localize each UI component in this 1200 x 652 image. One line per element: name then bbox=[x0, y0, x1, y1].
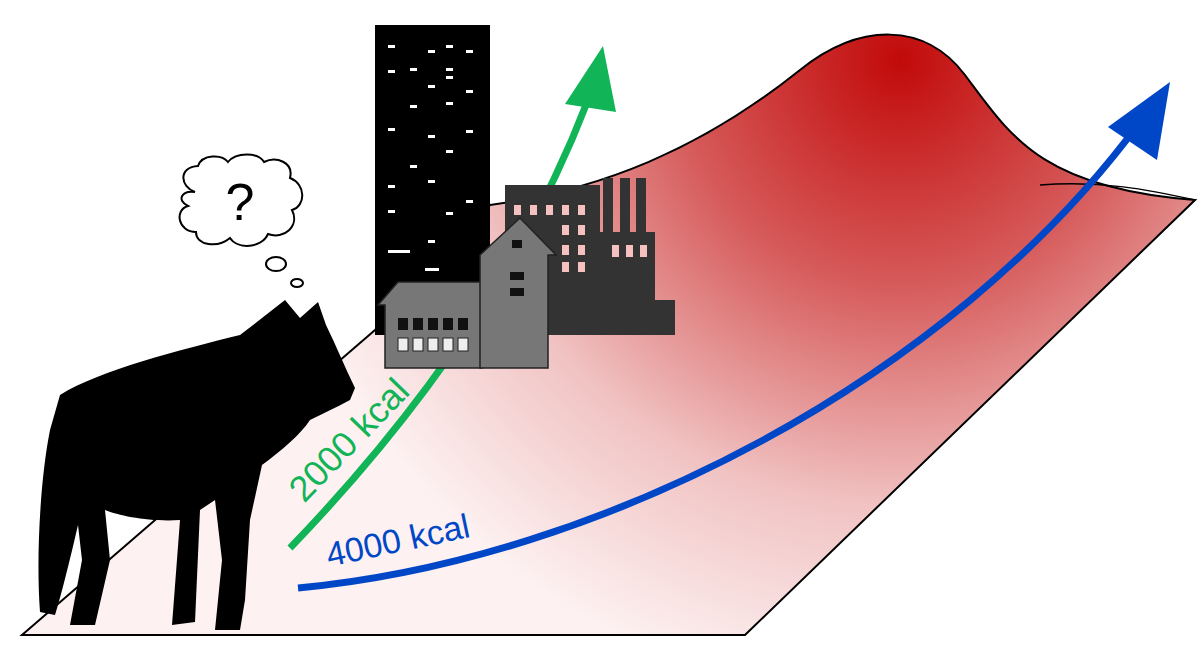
arrowhead bbox=[565, 46, 616, 112]
fitness-landscape bbox=[22, 35, 1195, 635]
arrowhead bbox=[1108, 82, 1170, 160]
thought-bubble: ? bbox=[170, 152, 310, 252]
thought-dot bbox=[291, 279, 303, 287]
house bbox=[378, 218, 556, 368]
thought-dot bbox=[266, 257, 286, 271]
thought-text: ? bbox=[226, 176, 255, 228]
cloud-path bbox=[180, 155, 303, 246]
ridge-line bbox=[1040, 184, 1195, 200]
